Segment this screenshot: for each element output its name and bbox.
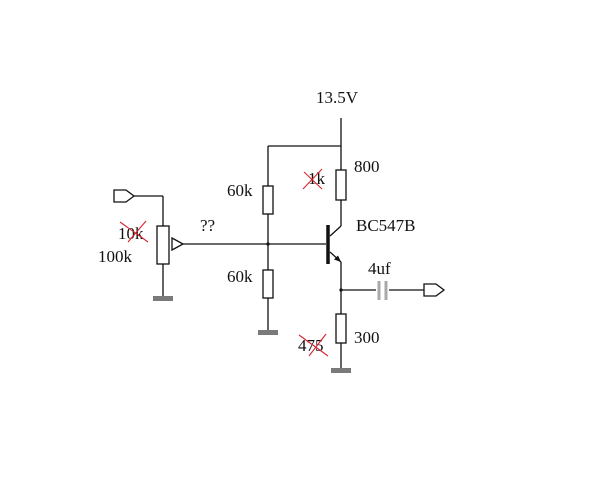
bias-divider: [258, 146, 278, 335]
transistor-label: BC547B: [356, 216, 416, 235]
output-port-arrow-icon: [423, 283, 446, 297]
potentiometer-wiper-arrow-icon: [171, 236, 185, 252]
emitter-old-value: 475: [298, 336, 324, 355]
bias-resistor-upper: [262, 185, 274, 215]
collector-branch: [335, 146, 347, 226]
emitter-new-value: 300: [354, 328, 380, 347]
emitter-ground-symbol: [331, 368, 351, 373]
potentiometer-new-value: 100k: [98, 247, 133, 266]
collector-strike-mark: [302, 168, 323, 190]
emitter-strike-mark: [298, 333, 329, 357]
capacitor-label: 4uf: [368, 259, 391, 278]
potentiometer-old-value: 10k: [118, 224, 144, 243]
potentiometer-body: [156, 225, 170, 265]
collector-new-value: 800: [354, 157, 380, 176]
supply-voltage-label: 13.5V: [316, 88, 359, 107]
unknown-connection-label: ??: [200, 216, 215, 235]
input-port-arrow-icon: [113, 189, 136, 203]
emitter-resistor: [335, 313, 347, 344]
potentiometer-strike-mark: [119, 220, 149, 243]
output-coupling: [341, 281, 446, 300]
bias-resistor-lower-label: 60k: [227, 267, 253, 286]
emitter-junction-dot: [339, 288, 343, 292]
bias-ground-symbol: [258, 330, 278, 335]
bc547b-transistor-symbol: [172, 225, 342, 264]
emitter-arrow-icon: [334, 255, 341, 262]
bias-resistor-lower: [262, 269, 274, 299]
input-potentiometer: [113, 189, 185, 301]
bias-resistor-upper-label: 60k: [227, 181, 253, 200]
collector-resistor: [335, 169, 347, 201]
base-junction-dot: [266, 242, 270, 246]
collector-old-value: 1k: [308, 169, 326, 188]
transistor-collector-lead: [329, 225, 342, 237]
emitter-branch: [331, 262, 351, 373]
input-ground-symbol: [153, 296, 173, 301]
